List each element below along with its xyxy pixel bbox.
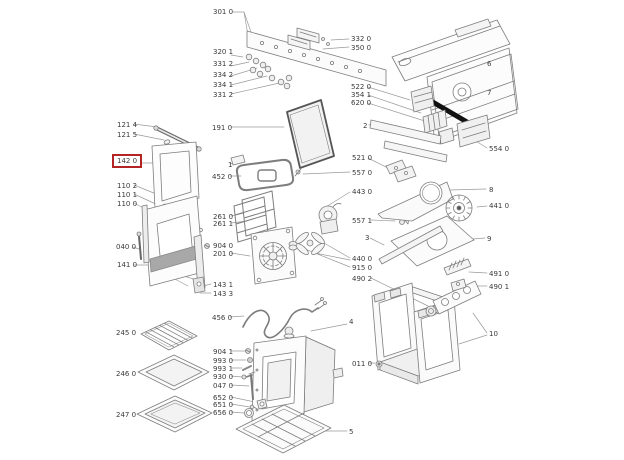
baking-tray-drawing	[137, 354, 210, 391]
part-label-047-0[interactable]: 047 0	[213, 382, 234, 390]
part-label-993-0[interactable]: 993 0	[213, 357, 234, 365]
fan-motor-drawing	[318, 203, 410, 235]
part-label-651-0[interactable]: 651 0	[213, 401, 234, 409]
wire-rack-drawing	[140, 320, 198, 351]
part-label-143-3[interactable]: 143 3	[213, 290, 234, 298]
part-label-554-0[interactable]: 554 0	[489, 145, 510, 153]
grill-element-drawing	[230, 154, 302, 192]
part-label-246-0[interactable]: 246 0	[116, 370, 137, 378]
part-label-452-0[interactable]: 452 0	[212, 173, 233, 181]
part-label-261-0[interactable]: 261 0	[213, 213, 234, 221]
part-label-993-1[interactable]: 993 1	[213, 365, 234, 373]
part-label-557-1[interactable]: 557 1	[352, 217, 373, 225]
assembly-ref-4: 4	[349, 318, 354, 326]
part-label-301-0[interactable]: 301 0	[213, 8, 234, 16]
door-frame-drawing	[136, 195, 206, 294]
part-label-350-0[interactable]: 350 0	[351, 44, 372, 52]
assembly-ref-8: 8	[489, 186, 494, 194]
part-label-930-0[interactable]: 930 0	[213, 373, 234, 381]
part-label-143-1[interactable]: 143 1	[213, 281, 234, 289]
part-label-521-0[interactable]: 521 0	[352, 154, 373, 162]
assembly-ref-10: 10	[489, 330, 498, 338]
part-label-491-0[interactable]: 491 0	[489, 270, 510, 278]
assembly-ref-7: 7	[487, 89, 492, 97]
part-label-620-0[interactable]: 620 0	[351, 99, 372, 107]
part-label-261-1[interactable]: 261 1	[213, 220, 234, 228]
part-label-904-0[interactable]: 904 0	[213, 242, 234, 250]
deflector-panel-drawing	[378, 215, 475, 267]
part-label-656-0[interactable]: 656 0	[213, 409, 234, 417]
back-panel-drawing	[369, 18, 519, 163]
bake-element-drawing	[242, 297, 327, 339]
part-label-320-1[interactable]: 320 1	[213, 48, 234, 56]
control-panel-drawing	[245, 27, 387, 90]
part-label-201-0[interactable]: 201 0	[213, 250, 234, 258]
part-label-490-1[interactable]: 490 1	[489, 283, 510, 291]
part-label-440-0[interactable]: 440 0	[352, 255, 373, 263]
part-label-331-2[interactable]: 331 2	[213, 60, 234, 68]
part-label-334-1[interactable]: 334 1	[213, 81, 234, 89]
part-label-121-4[interactable]: 121 4	[117, 121, 138, 129]
part-label-522-0[interactable]: 522 0	[351, 83, 372, 91]
part-label-142-0-highlighted[interactable]: 142 0	[112, 154, 143, 168]
part-label-652-0[interactable]: 652 0	[213, 394, 234, 402]
part-label-110-1[interactable]: 110 1	[117, 191, 138, 199]
fan-panel-drawing	[250, 226, 297, 285]
part-label-334-2[interactable]: 334 2	[213, 71, 234, 79]
part-label-332-0[interactable]: 332 0	[351, 35, 372, 43]
assembly-ref-5: 5	[349, 428, 354, 436]
outer-glass-drawing	[151, 141, 200, 210]
assembly-ref-1: 1	[228, 161, 233, 169]
assembly-ref-3: 3	[365, 234, 370, 242]
part-label-011-0[interactable]: 011 0	[352, 360, 373, 368]
inner-glass-drawing	[286, 99, 335, 169]
part-label-456-0[interactable]: 456 0	[212, 314, 233, 322]
deep-tray-drawing	[136, 395, 213, 433]
part-label-904-1[interactable]: 904 1	[213, 348, 234, 356]
part-label-490-2[interactable]: 490 2	[352, 275, 373, 283]
part-label-441-0[interactable]: 441 0	[489, 202, 510, 210]
chassis-drawing	[371, 257, 482, 385]
part-label-040-0[interactable]: 040 0	[116, 243, 137, 251]
assembly-ref-9: 9	[487, 235, 492, 243]
thermostat-bracket-drawing	[385, 159, 417, 183]
fan-blade-drawing	[288, 231, 325, 256]
part-label-141-0[interactable]: 141 0	[117, 261, 138, 269]
part-label-245-0[interactable]: 245 0	[116, 329, 137, 337]
part-label-110-2[interactable]: 110 2	[117, 182, 138, 190]
fan-cover-drawing	[377, 181, 473, 222]
hardware-glyphs	[204, 243, 268, 418]
part-label-915-0[interactable]: 915 0	[352, 264, 373, 272]
part-label-331-2[interactable]: 331 2	[213, 91, 234, 99]
part-label-110-0[interactable]: 110 0	[117, 200, 138, 208]
part-label-121-5[interactable]: 121 5	[117, 131, 138, 139]
part-label-247-0[interactable]: 247 0	[116, 411, 137, 419]
part-label-443-0[interactable]: 443 0	[352, 188, 373, 196]
part-label-557-0[interactable]: 557 0	[352, 169, 373, 177]
assembly-ref-6: 6	[487, 60, 492, 68]
assembly-ref-2: 2	[363, 122, 368, 130]
bottom-panel-drawing	[235, 404, 332, 454]
part-label-354-1[interactable]: 354 1	[351, 91, 372, 99]
part-label-191-0[interactable]: 191 0	[212, 124, 233, 132]
